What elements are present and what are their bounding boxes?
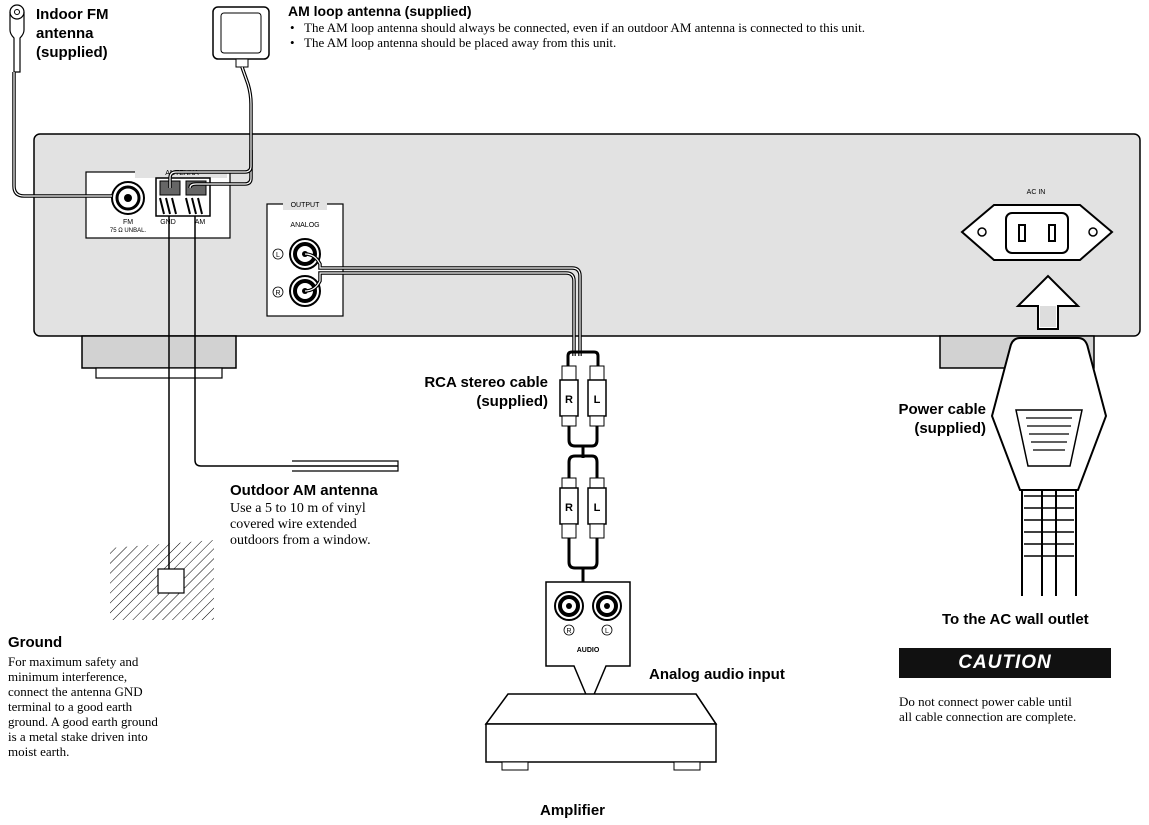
output-panel: OUTPUT ANALOG L R bbox=[266, 198, 344, 317]
rca-cable-label: RCA stereo cable (supplied) bbox=[424, 374, 548, 410]
ground-stake bbox=[157, 568, 185, 594]
analog-audio-input-label: Analog audio input bbox=[649, 666, 785, 683]
outdoor-am-title: Outdoor AM antenna bbox=[230, 482, 378, 499]
output-l-label: L bbox=[276, 252, 280, 259]
amp-audio-label: AUDIO bbox=[577, 647, 600, 654]
ac-in-label: AC IN bbox=[1027, 189, 1046, 196]
am-loop-antenna bbox=[168, 6, 270, 189]
am-label: AM bbox=[195, 219, 206, 226]
power-cable-plug bbox=[990, 337, 1108, 596]
fm-antenna bbox=[9, 4, 112, 198]
am-loop-note: The AM loop antenna should be placed awa… bbox=[288, 35, 1148, 50]
fm-antenna-label: Indoor FM antenna (supplied) bbox=[36, 6, 109, 61]
amp-r-label: R bbox=[566, 628, 571, 635]
amp-input-r-jack[interactable] bbox=[554, 591, 584, 621]
am-loop-note: The AM loop antenna should always be con… bbox=[288, 20, 1148, 35]
rca-plug-pair-bottom[interactable]: R L bbox=[559, 477, 607, 539]
ac-in-socket[interactable]: AC IN bbox=[960, 189, 1114, 261]
power-cable-label: Power cable (supplied) bbox=[898, 401, 986, 437]
am-loop-title: AM loop antenna (supplied) bbox=[288, 3, 472, 19]
fm-jack-label: FM bbox=[123, 219, 133, 226]
output-header: OUTPUT bbox=[291, 202, 321, 209]
ground-wire bbox=[110, 216, 214, 620]
rca-plug-pair-top[interactable]: R L bbox=[559, 365, 607, 427]
am-loop-notes: The AM loop antenna should always be con… bbox=[288, 20, 1148, 50]
plug-letter-r-bottom: R bbox=[565, 502, 573, 514]
amplifier-input-panel: R L AUDIO bbox=[545, 581, 631, 706]
outdoor-am-wire bbox=[194, 216, 399, 472]
fm-jack[interactable] bbox=[111, 181, 145, 215]
ground-title: Ground bbox=[8, 634, 63, 651]
analog-label: ANALOG bbox=[290, 222, 319, 229]
amplifier-label: Amplifier bbox=[540, 802, 606, 819]
plug-letter-l-bottom: L bbox=[594, 502, 601, 514]
amp-l-label: L bbox=[605, 628, 609, 635]
left-foot bbox=[81, 335, 237, 369]
amp-input-l-jack[interactable] bbox=[592, 591, 622, 621]
rca-stereo-cable: R L R L bbox=[304, 252, 607, 582]
ground-description: For maximum safety and minimum interfere… bbox=[8, 654, 158, 759]
plug-letter-l-top: L bbox=[594, 394, 601, 406]
caution-title: CAUTION bbox=[899, 648, 1111, 678]
antenna-panel: ANTENNA FM 75 Ω UNBAL. GND AM bbox=[85, 166, 231, 239]
fm-impedance-label: 75 Ω UNBAL. bbox=[110, 228, 147, 234]
gnd-label: GND bbox=[160, 219, 176, 226]
power-arrow bbox=[1015, 274, 1081, 330]
ac-wall-outlet-label: To the AC wall outlet bbox=[942, 611, 1089, 628]
amplifier bbox=[484, 693, 718, 771]
output-r-label: R bbox=[275, 290, 280, 297]
caution-description: Do not connect power cable until all cab… bbox=[899, 694, 1077, 724]
plug-letter-r-top: R bbox=[565, 394, 573, 406]
outdoor-am-description: Use a 5 to 10 m of vinyl covered wire ex… bbox=[230, 501, 371, 548]
